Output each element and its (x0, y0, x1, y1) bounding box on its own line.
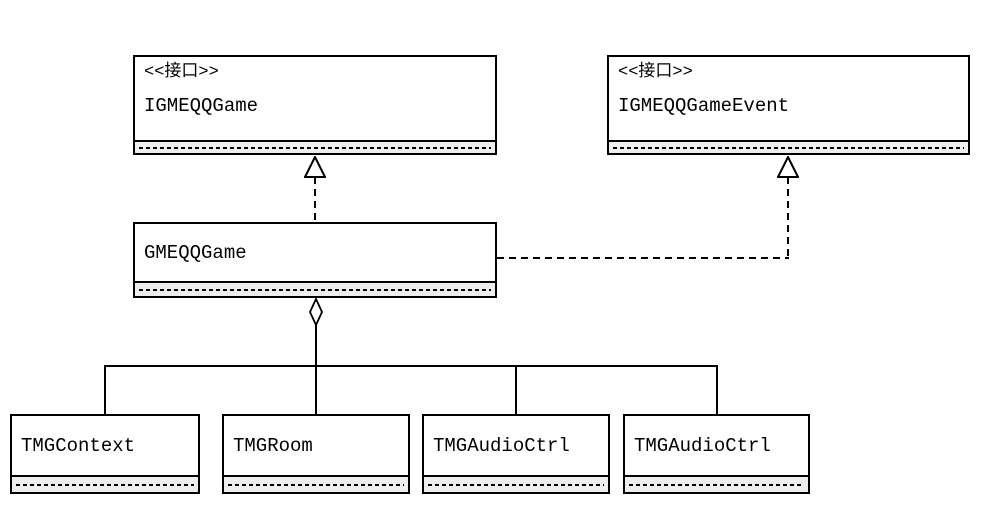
attributes-compartment (625, 475, 808, 492)
hollow-triangle-arrowhead-icon (304, 156, 326, 178)
class-box-igmeqqgame: <<接口>> IGMEQQGame (133, 55, 497, 155)
attributes-compartment (135, 140, 495, 153)
class-name-compartment: TMGContext (12, 416, 198, 475)
stereotype-label: <<接口>> (144, 63, 219, 82)
class-box-tmgroom: TMGRoom (222, 414, 410, 494)
elided-members-dash (16, 483, 194, 486)
attributes-compartment (12, 475, 198, 492)
aggregation-branch-line (104, 365, 718, 367)
elided-members-dash (139, 146, 491, 149)
aggregation-drop-to-tmgcontext (104, 365, 106, 414)
realization-line-to-igmeqqgameevent-horizontal (497, 257, 789, 259)
class-name-compartment: TMGAudioCtrl (424, 416, 608, 475)
attributes-compartment (609, 140, 968, 153)
class-box-gmeqqgame: GMEQQGame (133, 222, 497, 298)
aggregation-stem-line (315, 325, 317, 366)
class-name: TMGContext (21, 434, 136, 457)
class-name-compartment: GMEQQGame (135, 224, 495, 281)
class-name: TMGAudioCtrl (634, 434, 771, 457)
elided-members-dash (228, 483, 404, 486)
attributes-compartment (224, 475, 408, 492)
elided-members-dash (428, 483, 604, 486)
aggregation-drop-to-tmgroom (315, 365, 317, 414)
class-name: IGMEQQGame (144, 95, 259, 117)
elided-members-dash (139, 288, 491, 291)
class-name: TMGAudioCtrl (433, 434, 570, 457)
class-box-tmgcontext: TMGContext (10, 414, 200, 494)
class-name: GMEQQGame (144, 241, 247, 264)
class-name: TMGRoom (233, 434, 313, 457)
attributes-compartment (135, 281, 495, 296)
class-name-compartment: TMGRoom (224, 416, 408, 475)
elided-members-dash (629, 483, 804, 486)
realization-line-to-igmeqqgameevent-vertical (787, 177, 789, 258)
class-name-compartment: <<接口>> IGMEQQGameEvent (609, 57, 968, 140)
elided-members-dash (613, 146, 964, 149)
class-name-compartment: TMGAudioCtrl (625, 416, 808, 475)
realization-line-to-igmeqqgame (314, 177, 316, 222)
class-box-tmgaudioctrl-1: TMGAudioCtrl (422, 414, 610, 494)
hollow-triangle-arrowhead-icon (777, 156, 799, 178)
aggregation-drop-to-tmgaudioctrl-1 (515, 365, 517, 414)
stereotype-label: <<接口>> (618, 63, 693, 82)
class-name-compartment: <<接口>> IGMEQQGame (135, 57, 495, 140)
aggregation-drop-to-tmgaudioctrl-2 (716, 365, 718, 414)
class-name: IGMEQQGameEvent (618, 95, 790, 117)
attributes-compartment (424, 475, 608, 492)
class-box-tmgaudioctrl-2: TMGAudioCtrl (623, 414, 810, 494)
hollow-diamond-icon (309, 298, 323, 326)
class-box-igmeqqgameevent: <<接口>> IGMEQQGameEvent (607, 55, 970, 155)
